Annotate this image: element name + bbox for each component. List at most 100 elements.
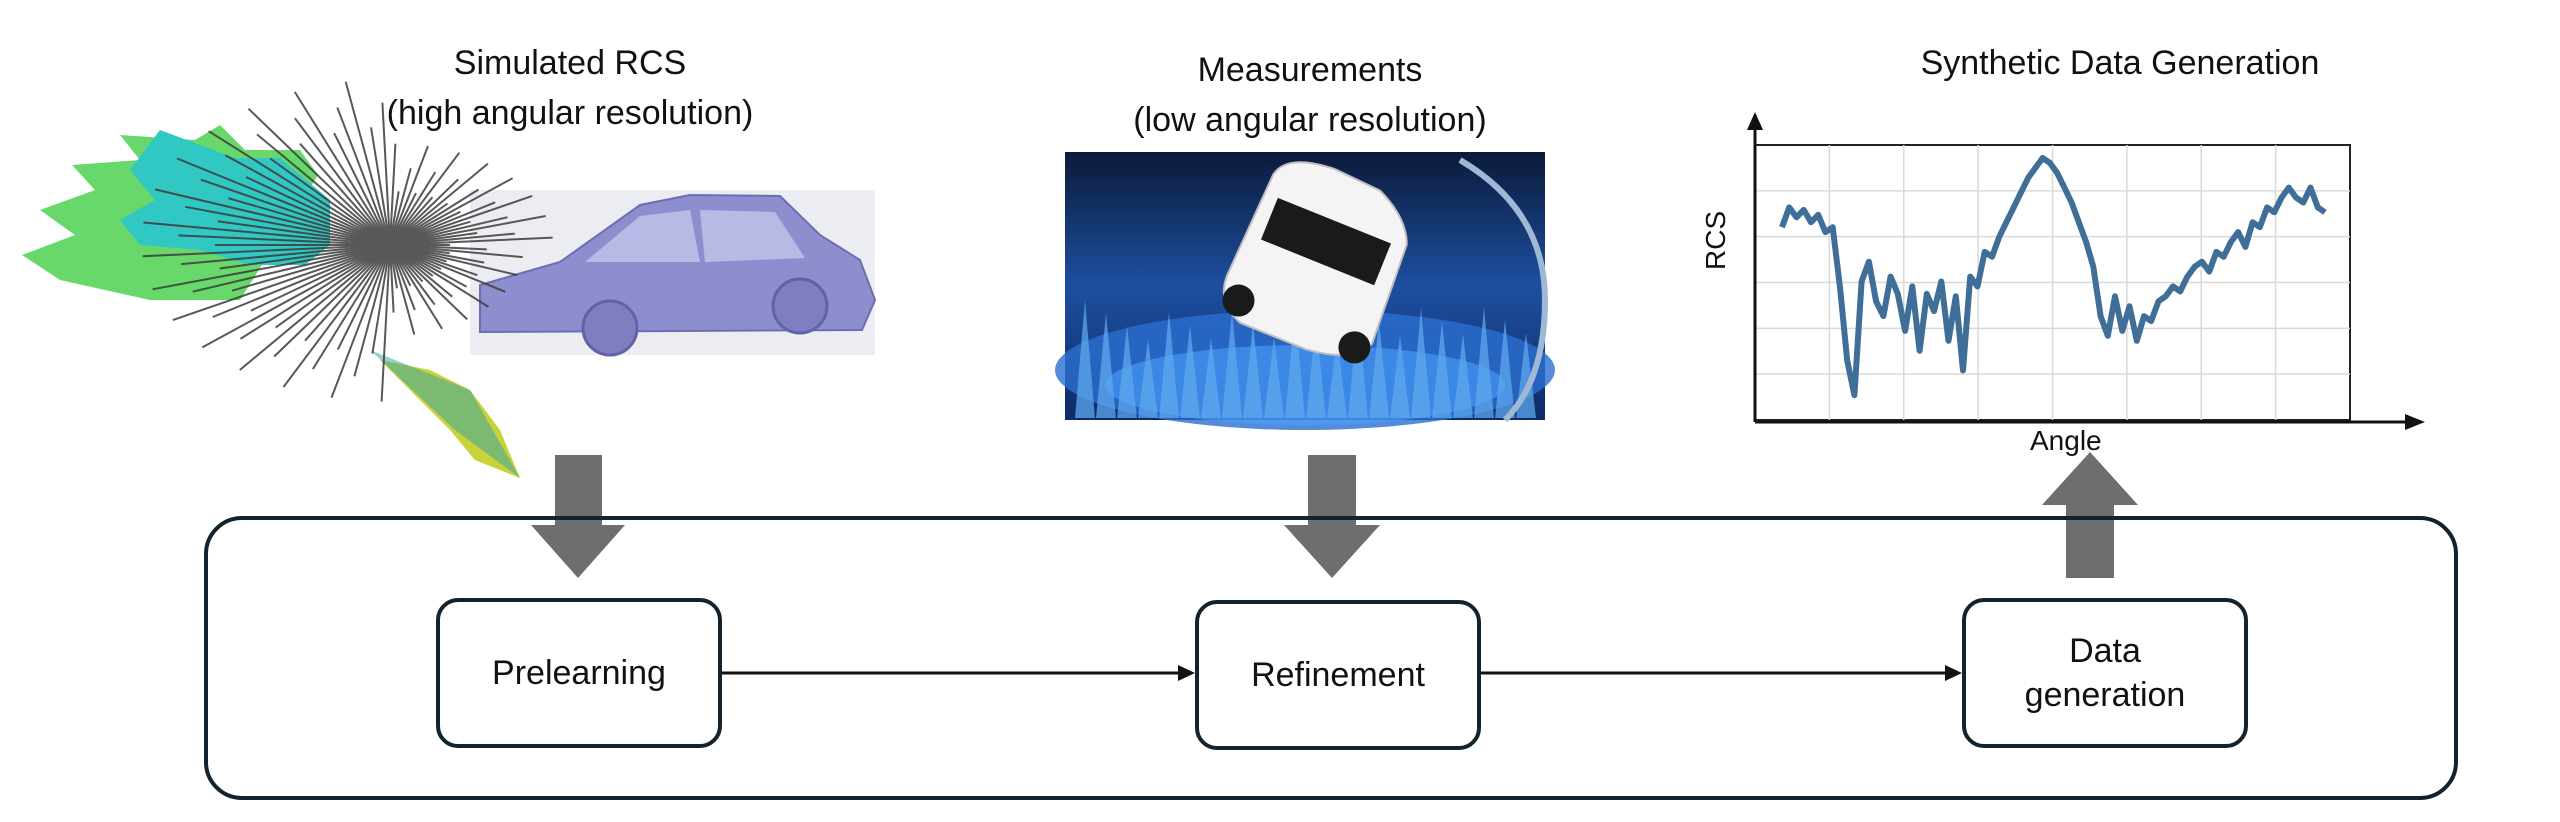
pattern-spike [389, 244, 518, 276]
pattern-spike [336, 244, 391, 350]
pattern-spike [304, 244, 391, 342]
measurements-title-line1: Measurements [1197, 51, 1423, 89]
pattern-spike [212, 244, 391, 318]
pattern-spike [330, 244, 391, 398]
stage-data-generation-line1: Data [2069, 632, 2141, 670]
synthetic-data-title: Synthetic Data Generation [1840, 38, 2400, 88]
rcs-radiation-pattern [22, 81, 553, 478]
absorber-cone [1201, 338, 1221, 418]
pattern-spike [239, 244, 391, 371]
pattern-spike [178, 234, 391, 246]
absorber-cone [1495, 320, 1515, 418]
y-axis-arrowhead [1747, 112, 1763, 130]
pattern-spike [217, 220, 391, 246]
pattern-spike [336, 107, 391, 246]
pattern-spike [389, 244, 416, 311]
pattern-spike [273, 244, 391, 358]
arrow-generation-to-output [2042, 452, 2138, 578]
measurements-title: Measurements (low angular resolution) [1060, 45, 1560, 145]
pattern-spike [256, 133, 391, 246]
pattern-spike [389, 188, 480, 246]
pattern-spike [353, 244, 391, 377]
pattern-spike [181, 244, 391, 266]
stage-data-generation-label: Data generation [2025, 629, 2186, 717]
simulated-rcs-title-line2: (high angular resolution) [386, 94, 754, 132]
pattern-spike [333, 132, 391, 246]
absorber-cone [1474, 307, 1494, 418]
absorber-cone [1180, 325, 1200, 418]
rcs-series-line [1779, 155, 2327, 399]
pattern-spike [380, 244, 391, 402]
pattern-spike [389, 162, 489, 246]
pattern-spike [176, 157, 391, 246]
absorber-cone [1243, 324, 1263, 418]
pattern-spike [371, 244, 391, 354]
pattern-spike [370, 127, 391, 246]
pipeline-frame [204, 516, 2458, 800]
pattern-spike [282, 244, 391, 388]
pattern-spike [389, 215, 546, 246]
absorber-cone [1432, 321, 1452, 418]
pattern-spike [192, 244, 391, 293]
pattern-spike [201, 244, 391, 349]
absorber-cone [1411, 308, 1431, 418]
pattern-spike [389, 171, 437, 246]
absorber-cone [1138, 339, 1158, 418]
pattern-spike [219, 244, 391, 270]
pattern-spike [389, 244, 490, 308]
stage-prelearning: Prelearning [436, 598, 722, 748]
pattern-spike [389, 178, 459, 246]
absorber-cone [1306, 323, 1326, 418]
synthetic-data-title-text: Synthetic Data Generation [1920, 44, 2320, 82]
chart-y-axis-label: RCS [1700, 210, 1731, 270]
rcs-chart [1747, 112, 2425, 430]
pattern-spike [239, 244, 391, 340]
pattern-spike [389, 244, 395, 313]
pattern-spike [250, 244, 391, 312]
chart-grid [1755, 145, 2350, 420]
absorber-cone [1348, 309, 1368, 418]
pattern-spike [245, 176, 391, 246]
absorber-cone [1453, 334, 1473, 418]
pattern-spike [389, 244, 468, 321]
pattern-spike [389, 145, 429, 246]
pattern-spike [389, 244, 523, 259]
pattern-spike [294, 117, 391, 246]
pattern-spike [152, 244, 391, 291]
pattern-spike [389, 244, 416, 335]
absorber-cone [1285, 310, 1305, 418]
chart-x-axis-label: Angle [2030, 425, 2102, 456]
pattern-spike [381, 102, 391, 246]
pattern-spike [389, 167, 412, 246]
pattern-spike [224, 154, 391, 246]
pattern-spike [172, 244, 391, 322]
pattern-spike [311, 244, 391, 370]
pattern-spike [154, 188, 391, 246]
absorber-cone [1327, 336, 1347, 418]
arrow-refinement-to-generation-head [1945, 665, 1962, 681]
pattern-spike [389, 201, 496, 246]
absorber-cone [1264, 337, 1284, 418]
stage-prelearning-label: Prelearning [492, 654, 666, 692]
pattern-spike [299, 143, 391, 246]
measurement-chamber-image [1055, 152, 1555, 430]
stage-data-generation-line2: generation [2024, 676, 2186, 714]
absorber-cone [1369, 322, 1389, 418]
pattern-spike [389, 244, 436, 306]
pattern-spike [185, 205, 391, 246]
pattern-spike [231, 244, 391, 292]
pattern-spike [389, 244, 443, 330]
pattern-spike [142, 244, 391, 258]
pattern-spike [293, 91, 391, 246]
pattern-spike [344, 81, 391, 246]
absorber-cone [1390, 335, 1410, 418]
pattern-spike [389, 177, 514, 246]
stage-refinement: Refinement [1195, 600, 1481, 750]
pattern-spike [389, 244, 506, 293]
absorber-cone [1117, 326, 1137, 418]
pattern-spike [143, 221, 391, 246]
pattern-spike [389, 236, 553, 246]
pattern-spike [269, 157, 391, 246]
pattern-spike [200, 178, 391, 246]
